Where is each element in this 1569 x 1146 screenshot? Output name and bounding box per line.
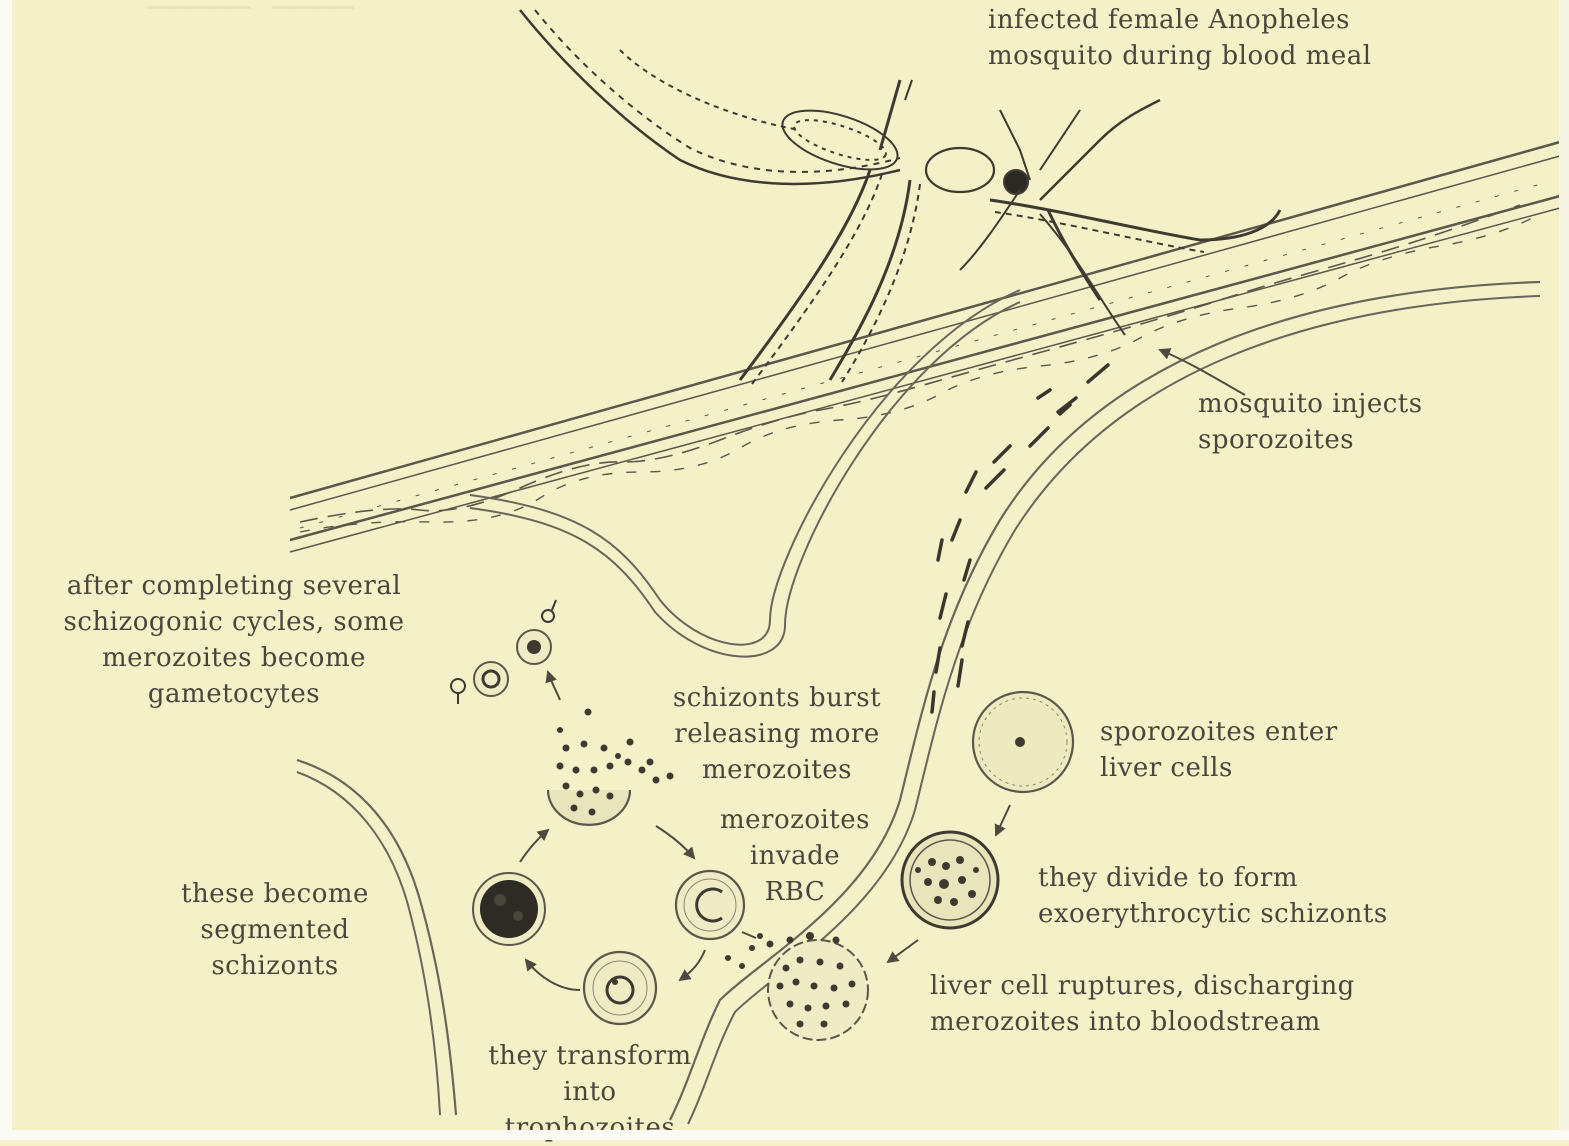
segmented-schizont-cell bbox=[473, 873, 545, 945]
scan-bottom-margin bbox=[0, 1130, 1569, 1140]
label-schizonts-burst: schizonts burst releasing more merozoite… bbox=[632, 680, 922, 788]
sporozoite-stream bbox=[932, 365, 1108, 712]
label-exoerythrocytic-schizonts: they divide to form exoerythrocytic schi… bbox=[1038, 860, 1388, 932]
label-sporozoites-enter: sporozoites enter liver cells bbox=[1100, 714, 1338, 786]
skin-vessel-band bbox=[290, 142, 1560, 552]
scan-right-margin bbox=[1559, 0, 1569, 1140]
label-merozoites-invade: merozoites invade RBC bbox=[690, 802, 900, 910]
scan-left-margin bbox=[0, 0, 12, 1140]
arrow-divide-to-rupture bbox=[888, 940, 918, 962]
liver-cell bbox=[973, 692, 1073, 792]
gametocytes bbox=[451, 600, 556, 704]
exoerythrocytic-schizont bbox=[902, 832, 998, 928]
label-gametocytes: after completing several schizogonic cyc… bbox=[24, 568, 444, 712]
label-mosquito-blood-meal: infected female Anopheles mosquito durin… bbox=[988, 2, 1372, 74]
label-mosquito-injects: mosquito injects sporozoites bbox=[1198, 386, 1423, 458]
ruptured-liver-cell bbox=[725, 932, 868, 1040]
arrow-enter-to-divide bbox=[996, 805, 1010, 835]
trophozoite-cell bbox=[584, 952, 656, 1024]
label-segmented-schizonts: these become segmented schizonts bbox=[150, 876, 400, 984]
label-liver-cell-ruptures: liver cell ruptures, discharging merozoi… bbox=[930, 968, 1355, 1040]
